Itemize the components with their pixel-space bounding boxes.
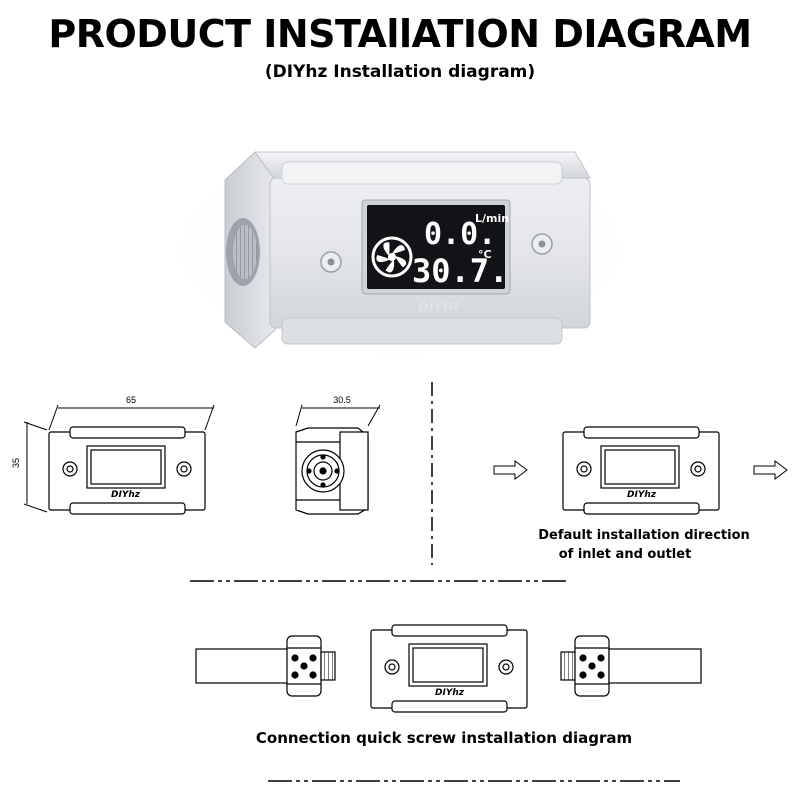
- flow-readout: 0.0.: [424, 217, 496, 252]
- temp-unit: °C: [478, 248, 492, 261]
- front-view-drawing: [48, 426, 206, 515]
- height-dimension-line: [23, 421, 48, 513]
- width-label: 30.5: [333, 395, 351, 405]
- quick-brand: DIYhz: [435, 688, 465, 698]
- fan-icon: [371, 236, 413, 278]
- height-label: 35: [11, 458, 21, 468]
- length-dimension-line: [48, 404, 215, 431]
- lcd-screen: [367, 205, 505, 289]
- screw-icon: [320, 251, 342, 273]
- length-label: 65: [126, 395, 136, 405]
- side-view-drawing: [295, 427, 369, 515]
- direction-caption-line1: Default installation direction: [538, 528, 750, 543]
- temp-readout: 30.7.: [412, 252, 508, 290]
- brand-logo: DIYhz: [418, 298, 461, 316]
- direction-caption-line2: of inlet and outlet: [559, 547, 692, 562]
- page-title: PRODUCT INSTAllATION DIAGRAM: [48, 12, 752, 56]
- product-photo: 0.0. L/min 30.7. °C DIYhz: [140, 125, 660, 375]
- page-subtitle: (DIYhz Installation diagram): [264, 62, 536, 82]
- quick-screw-drawing: [195, 624, 702, 713]
- front-brand: DIYhz: [111, 490, 141, 500]
- flow-unit: L/min: [475, 212, 509, 225]
- direction-brand: DIYhz: [627, 490, 657, 500]
- outlet-arrow-icon: [753, 460, 788, 480]
- width-dimension-line: [295, 404, 381, 427]
- quick-screw-caption: Connection quick screw installation diag…: [256, 729, 632, 747]
- inlet-arrow-icon: [493, 460, 528, 480]
- screw-icon: [531, 233, 553, 255]
- direction-view-drawing: [562, 426, 720, 515]
